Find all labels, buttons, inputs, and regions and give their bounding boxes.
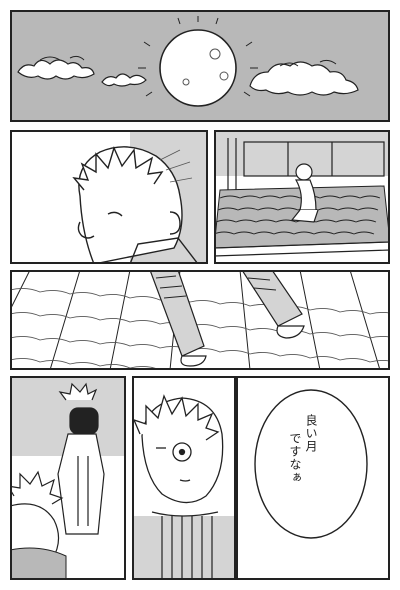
rooftop-illustration <box>214 130 390 264</box>
cloud-left <box>17 59 95 80</box>
sitting-figure <box>290 163 319 223</box>
panel-character-closeup <box>10 130 208 264</box>
standing-figure <box>57 382 105 535</box>
speech-line-2: ですなぁ <box>288 432 302 484</box>
cloud-mid <box>101 73 147 87</box>
duo-illustration <box>10 376 126 580</box>
panel-roof-tiles <box>10 270 390 370</box>
panel-duo <box>10 376 126 580</box>
roof-tiles-illustration <box>10 270 390 370</box>
face-closeup-illustration <box>132 376 236 580</box>
moon-sky-illustration <box>10 10 390 122</box>
moon-shape <box>159 29 237 107</box>
panel-rooftop-scene <box>214 130 390 264</box>
cloud-right <box>249 61 359 96</box>
speech-line-1: 良い月 <box>304 414 318 453</box>
face-hair <box>132 394 220 441</box>
leg-right <box>241 270 305 339</box>
character-profile-illustration <box>10 130 208 264</box>
panel-moon-sky <box>10 10 390 122</box>
leg-left <box>149 270 207 367</box>
spiky-hair <box>72 145 164 191</box>
panel-face-closeup <box>132 376 236 580</box>
speech-bubble: 良い月 ですなぁ <box>244 378 378 550</box>
